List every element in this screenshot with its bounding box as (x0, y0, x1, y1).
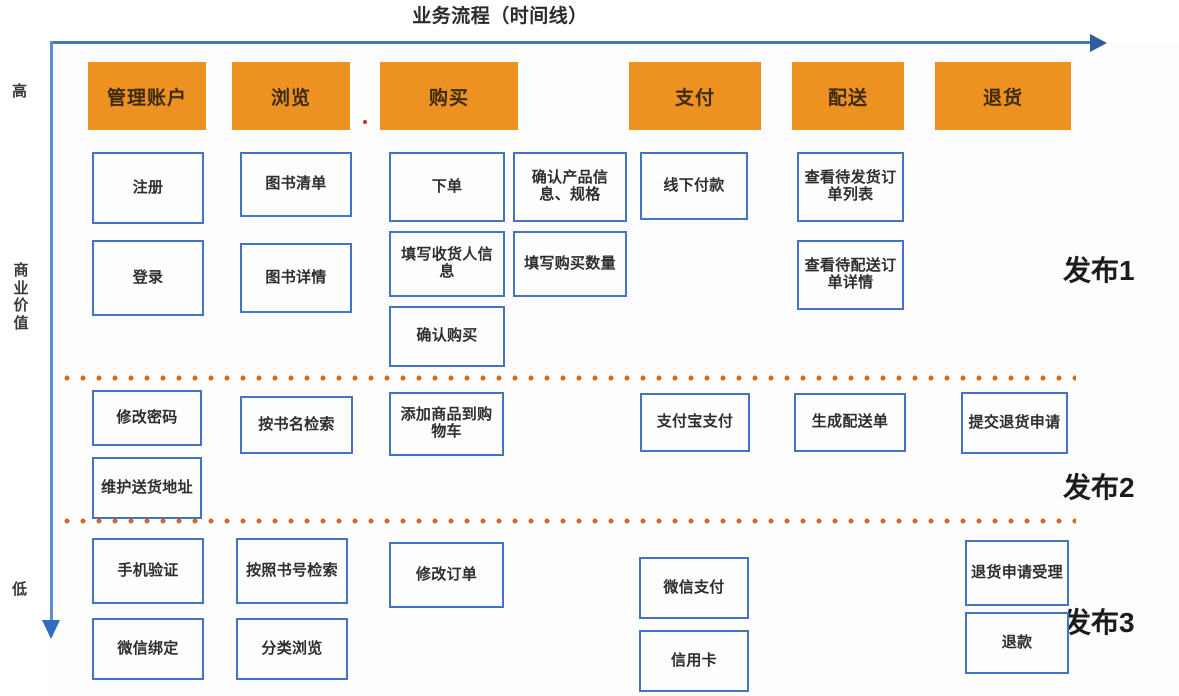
story-card[interactable]: 分类浏览 (236, 618, 348, 680)
story-card[interactable]: 按照书号检索 (236, 538, 348, 604)
story-card[interactable]: 图书清单 (240, 152, 352, 217)
story-card[interactable]: 退货申请受理 (965, 540, 1069, 606)
release-label-2: 发布2 (1063, 472, 1135, 503)
story-card[interactable]: 登录 (92, 240, 204, 316)
release-label-1: 发布1 (1063, 255, 1135, 286)
story-card[interactable]: 下单 (389, 152, 505, 222)
story-card[interactable]: 确认产品信息、规格 (513, 152, 627, 222)
story-card[interactable]: 信用卡 (639, 630, 749, 692)
story-card[interactable]: 填写购买数量 (513, 231, 627, 297)
story-card[interactable]: 退款 (965, 612, 1069, 674)
stray-dot-artifact (363, 120, 367, 124)
story-card[interactable]: 注册 (92, 152, 204, 224)
story-card[interactable]: 提交退货申请 (961, 392, 1068, 454)
y-axis-title: 商业价值 (13, 262, 29, 333)
story-card[interactable]: 查看待配送订单详情 (797, 240, 904, 310)
release-divider-2 (64, 518, 1076, 524)
activity-card[interactable]: 管理账户 (88, 62, 206, 130)
x-axis-arrow-icon (1090, 34, 1107, 52)
story-card[interactable]: 按书名检索 (240, 396, 353, 454)
story-card[interactable]: 手机验证 (92, 538, 204, 604)
story-card[interactable]: 查看待发货订单列表 (797, 152, 904, 222)
story-card[interactable]: 确认购买 (389, 306, 505, 367)
story-card[interactable]: 修改密码 (92, 390, 202, 446)
y-axis-line (50, 41, 53, 627)
y-axis-arrow-icon (42, 620, 60, 639)
story-card[interactable]: 修改订单 (389, 542, 504, 608)
story-card[interactable]: 支付宝支付 (640, 393, 750, 452)
story-card[interactable]: 微信绑定 (92, 618, 204, 680)
activity-card[interactable]: 退货 (935, 62, 1071, 130)
story-card[interactable]: 维护送货地址 (92, 457, 202, 519)
story-card[interactable]: 填写收货人信息 (389, 231, 505, 297)
activity-card[interactable]: 浏览 (232, 62, 350, 130)
activity-card[interactable]: 支付 (629, 62, 761, 130)
story-card[interactable]: 线下付款 (640, 152, 748, 220)
activity-card[interactable]: 购买 (380, 62, 518, 130)
activity-card[interactable]: 配送 (792, 62, 904, 130)
story-card[interactable]: 图书详情 (240, 243, 352, 313)
diagram-title: 业务流程（时间线） (412, 6, 588, 27)
release-divider-1 (64, 375, 1076, 381)
story-card[interactable]: 添加商品到购物车 (389, 392, 504, 456)
y-axis-high-label: 高 (12, 83, 28, 100)
y-axis-low-label: 低 (12, 581, 28, 598)
story-card[interactable]: 生成配送单 (794, 393, 906, 452)
x-axis-line (50, 41, 1096, 44)
story-card[interactable]: 微信支付 (639, 557, 749, 619)
release-label-3: 发布3 (1063, 607, 1135, 638)
